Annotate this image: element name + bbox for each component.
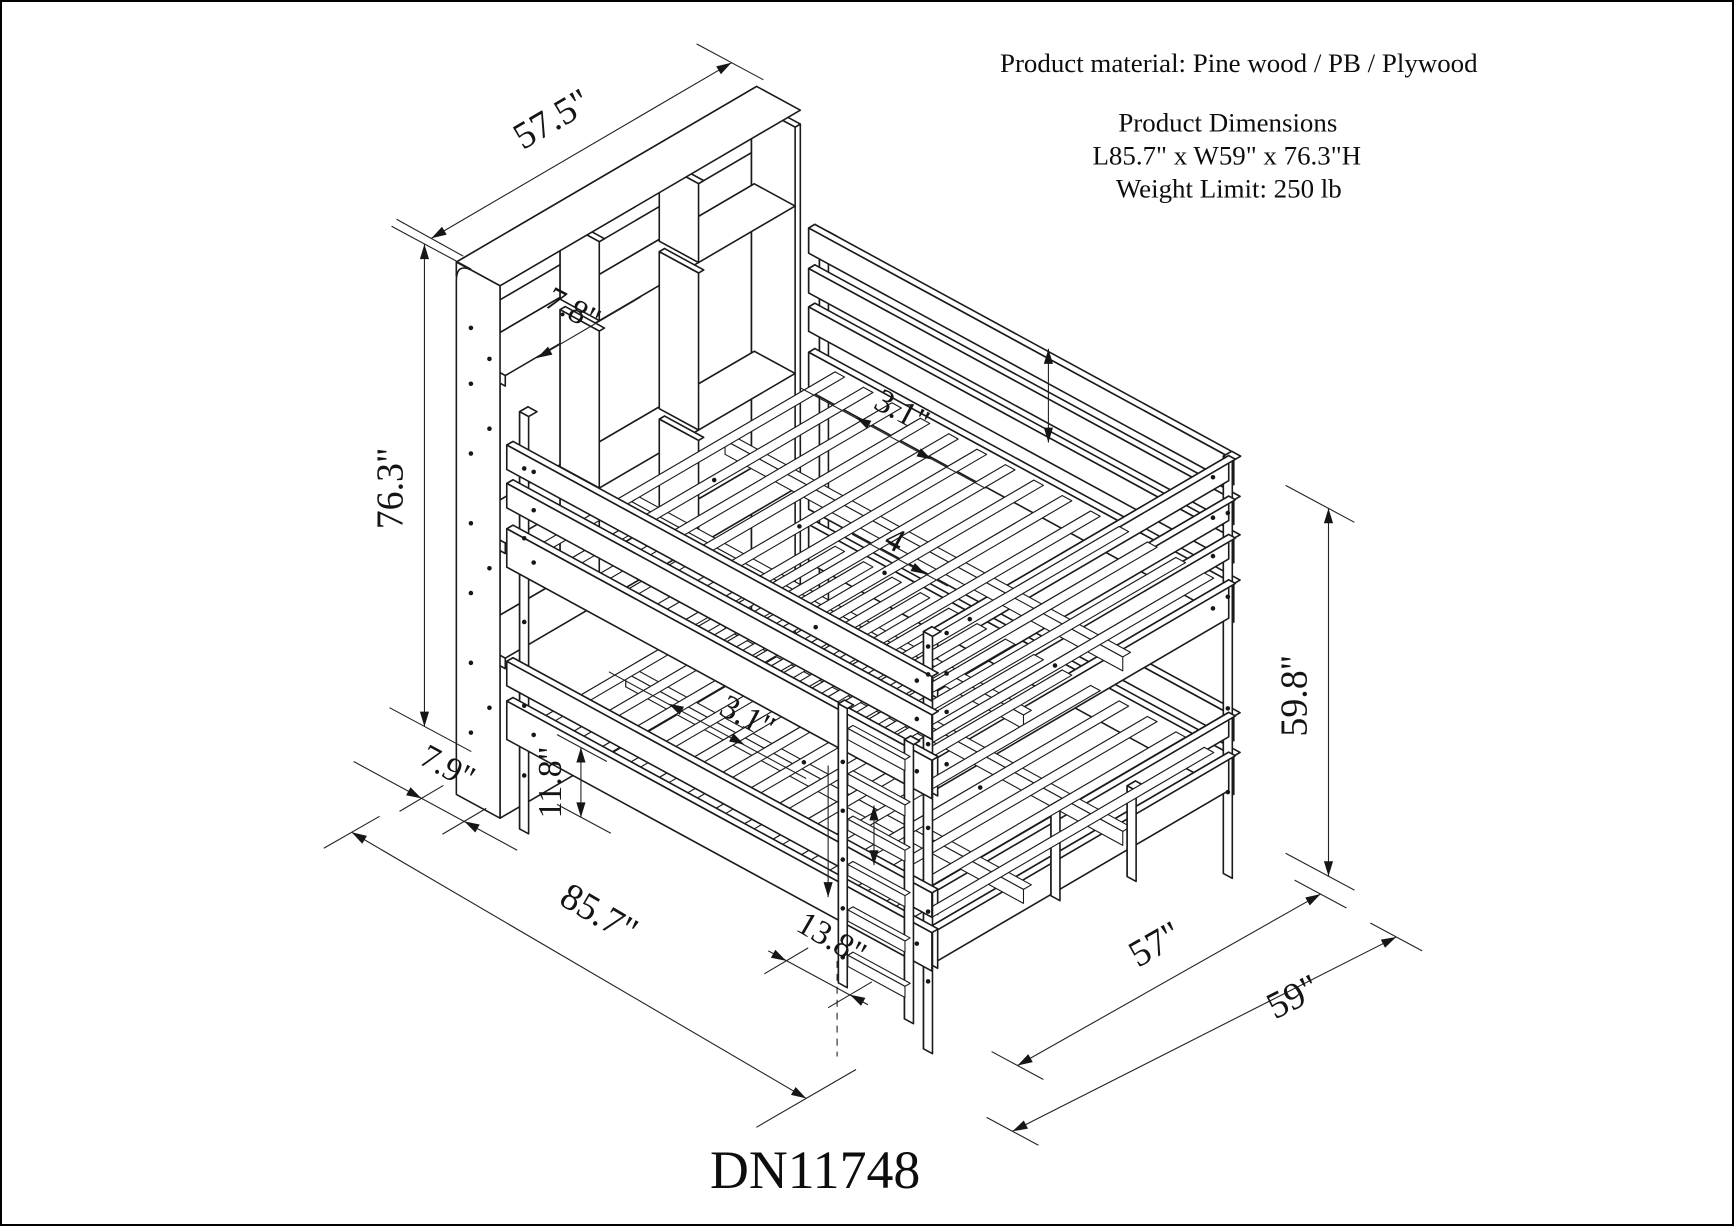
dim-label-lower-frame-height: 11.8" (532, 747, 569, 819)
product-dimensions-value: L85.7" x W59" x 76.3"H (1093, 140, 1362, 170)
product-material-note: Product material: Pine wood / PB / Plywo… (1000, 48, 1478, 78)
dim-label-overall-length: 85.7" (553, 875, 645, 952)
dim-label-post-height: 59.8" (1274, 655, 1316, 737)
bed-line-art (455, 85, 1242, 1055)
dim-label-overall-width: 59" (1260, 966, 1327, 1028)
dim-label-inner-width: 57" (1122, 913, 1189, 976)
product-dimensions-title: Product Dimensions (1118, 108, 1337, 138)
dim-label-width-top: 57.5" (506, 80, 598, 157)
weight-limit-note: Weight Limit: 250 lb (1116, 173, 1342, 203)
dim-label-overall-height: 76.3" (370, 448, 412, 530)
part-number: DN11748 (710, 1140, 920, 1200)
